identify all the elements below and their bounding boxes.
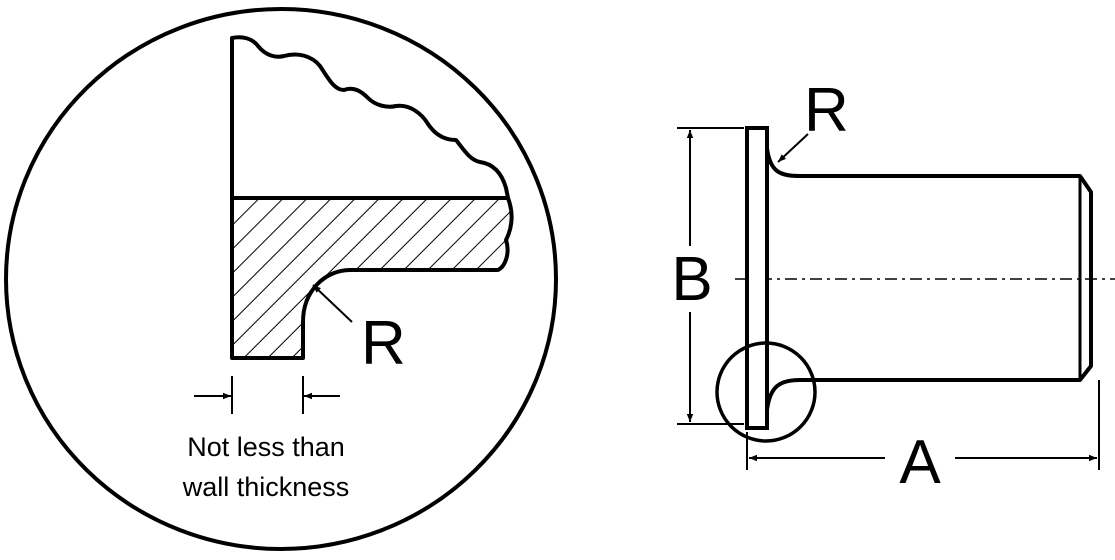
detail-break-region (230, 35, 510, 200)
side-view: R B A (671, 76, 1115, 497)
tube-body (765, 147, 1093, 411)
detail-hatched-section (230, 196, 514, 360)
side-radius-label: R (804, 76, 849, 145)
dimension-b-label: B (671, 245, 712, 314)
detail-indicator-circle (715, 341, 817, 443)
detail-radius-leader (312, 284, 353, 323)
detail-circle (4, 7, 558, 551)
side-radius-leader (777, 133, 809, 163)
note-line-1: Not less than (187, 432, 345, 462)
note-line-2: wall thickness (182, 472, 350, 502)
detail-view: R Not less than wall thickness (4, 7, 558, 551)
detail-radius-label: R (361, 309, 406, 378)
dimension-a-label: A (899, 428, 941, 497)
flange (745, 126, 769, 430)
